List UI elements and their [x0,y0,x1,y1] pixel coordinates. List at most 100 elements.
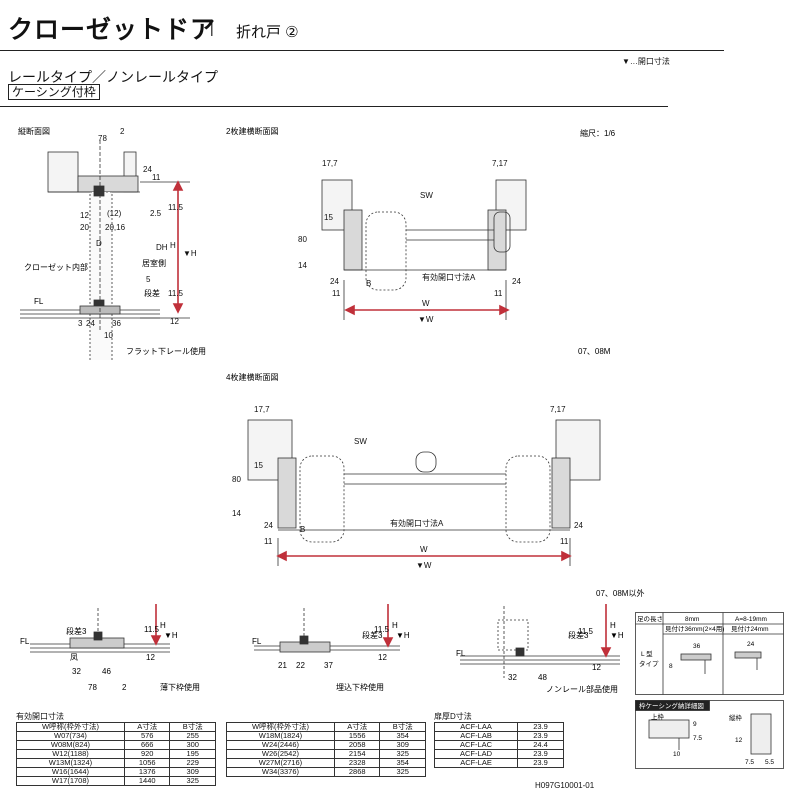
vertical-section-title: 縦断面図 [18,126,50,136]
h-thin: H [160,621,166,630]
dim-20: 20 [80,223,89,232]
dim-24-left: 24 [330,277,339,286]
foot-d24: 24 [747,641,755,648]
four-leaf-title: 4枚建横断面図 [226,372,278,382]
casing-d12: 12 [735,737,743,744]
dim-3: 3 [78,319,83,328]
h-buried: H [392,621,398,630]
vertical-frame-label: 縦枠 [729,713,743,722]
dim-12-paren: (12) [107,209,122,218]
dim-b-4: B [300,525,305,534]
nonrail-caption: ノンレール部品使用 [546,684,618,694]
dim-11-top: 11 [152,173,161,182]
vertical-section-drawing: 縦断面図 78 2 24 11 12 (12) 20 20,16 D 2.5 1… [18,126,206,360]
scale-label: 縮尺：1/6 [580,128,616,138]
dim-sw: SW [420,191,433,200]
opening-width-label-4: 有効開口寸法A [390,518,444,528]
dim-17-7-4: 17,7 [254,405,270,414]
dim-80-4: 80 [232,475,241,484]
dim-78: 78 [98,134,107,143]
page-subtitle: 折れ戸 ② [236,24,299,41]
foot-8mm-header: 8mm [685,616,699,623]
dim-12: 12 [80,211,89,220]
dim-11-5-b: 11.5 [168,289,184,298]
two-leaf-title: 2枚建横断面図 [226,126,278,136]
h-nonrail: H [610,621,616,630]
dim-11-left-4: 11 [264,537,273,546]
d11-5-nonrail: 11.5 [578,627,594,636]
nonrail-detail: FL 段差3 11.5 12 H ▼H 32 48 ノンレール部品使用 [456,604,624,694]
two-leaf-caption: 07、08M [578,347,611,356]
h-arrow-buried: ▼H [396,631,410,640]
d32-thin: 32 [72,667,81,676]
table-cell: 23.9 [517,758,564,768]
dim-5: 5 [146,275,151,284]
d32-nonrail: 32 [508,673,517,682]
d12-buried: 12 [378,653,387,662]
dim-12-b: 12 [170,317,179,326]
fl-buried: FL [252,637,262,646]
dim-24-right-4: 24 [574,521,583,530]
table-cell: 1440 [123,776,171,786]
casing-d5-5: 5.5 [765,759,774,766]
dim-15-4: 15 [254,461,263,470]
dim-h: H [170,241,176,250]
dim-11-right: 11 [494,289,503,298]
four-leaf-caption: 07、08M以外 [596,588,644,598]
h-arrow-thin: ▼H [164,631,178,640]
dim-w-4: W [420,545,428,554]
table-cell: 325 [169,776,216,786]
casing-detail-title: 枠ケーシング納詳細図 [639,701,704,710]
foot-type: タイプ [639,659,659,668]
d78-thin: 78 [88,683,97,692]
foot-d8: 8 [669,663,673,670]
casing-d9: 9 [693,721,697,728]
foot-type-table: 足の長さ 8mm A=8-19mm 見付け36mm(2×4用) 見付け24mm … [635,612,784,695]
upper-frame-label: 上枠 [651,712,665,721]
d21-buried: 21 [278,661,287,670]
foot-l-type: L 型 [641,649,653,658]
dim-7-17: 7,17 [492,159,508,168]
dim-w-arrow-4: ▼W [416,561,432,570]
buried-frame-detail: FL 段差3 11.5 12 H ▼H 21 22 37 埋込下枠使用 [252,604,410,692]
thin-frame-detail: FL 段差3 11.5 12 H ▼H 凤 32 46 78 2 薄下枠使用 [20,604,200,692]
thin-caption: 薄下枠使用 [160,682,200,692]
opening-width-label: 有効開口寸法A [422,272,476,282]
dim-11-5-a: 11.5 [168,203,184,212]
document-code: H097G10001-01 [535,781,595,790]
header-divider [0,50,724,51]
dim-17-7: 17,7 [322,159,338,168]
d12-thin: 12 [146,653,155,662]
title-separator: | [210,20,214,36]
dim-14-4: 14 [232,509,241,518]
d46-thin: 46 [102,667,111,676]
casing-d10: 10 [673,751,681,758]
foot-c2: 見付け24mm [731,624,769,633]
dim-2-5: 2.5 [150,209,162,218]
buried-caption: 埋込下枠使用 [336,682,384,692]
step-label: 段差 [144,288,160,298]
fl-thin: FL [20,637,30,646]
foot-d36: 36 [693,643,701,650]
rail-type-label: レールタイプ／ノンレールタイプ [8,69,218,85]
legend-note: ▼…開口寸法 [622,57,670,66]
foot-length-header: 足の長さ [637,615,663,623]
step3-nonrail: 段差3 [568,630,589,640]
fl-nonrail: FL [456,649,466,658]
dim-w-arrow: ▼W [418,315,434,324]
d22-buried: 22 [296,661,305,670]
dim-24-top: 24 [143,165,152,174]
dim-2: 2 [120,127,125,136]
d48-nonrail: 48 [538,673,547,682]
h-arrow-nonrail: ▼H [610,631,624,640]
casing-d7-5a: 7.5 [693,735,702,742]
step3-thin: 段差3 [66,626,87,636]
dim-15: 15 [324,213,333,222]
casing-d7-5b: 7.5 [745,759,754,766]
living-side-label: 居室側 [142,258,166,268]
dim-14: 14 [298,261,307,270]
